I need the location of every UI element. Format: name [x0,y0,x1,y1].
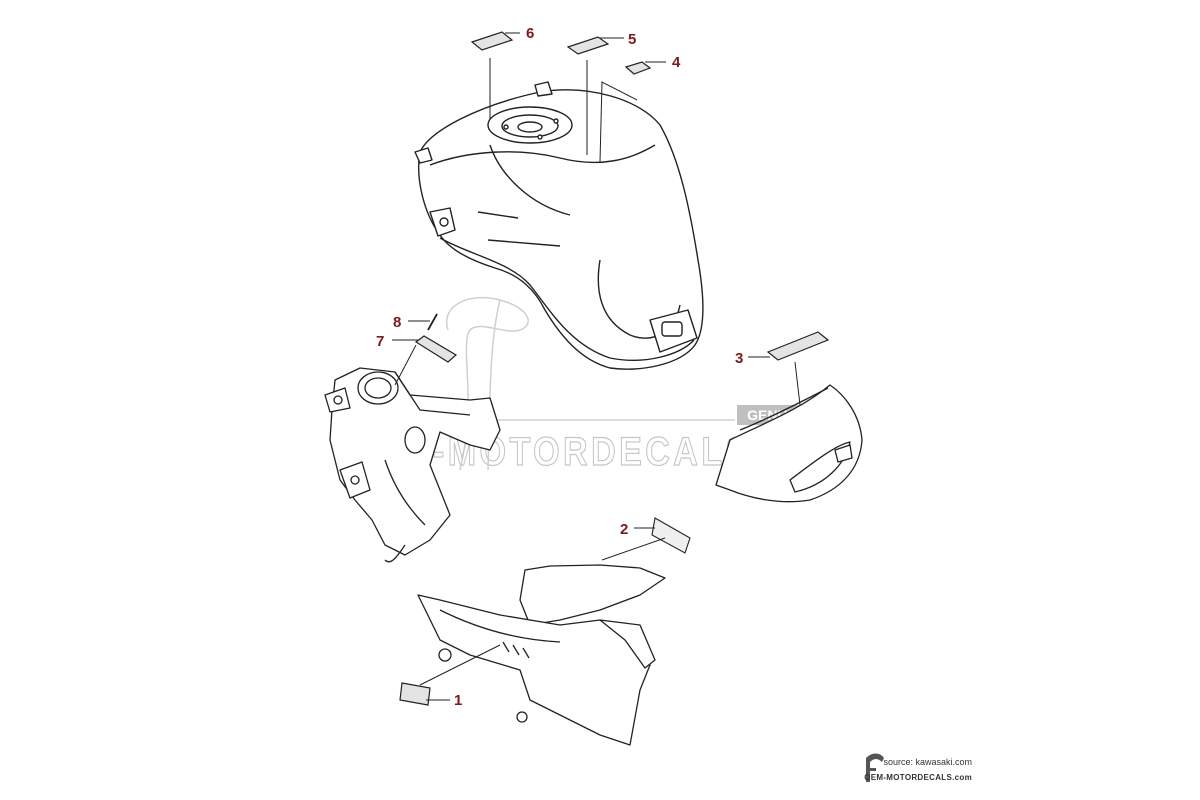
side-cover-grommet-b [516,711,528,723]
fuel-tank-top-nub [534,81,553,97]
tail-cowl-body [715,384,863,503]
decal-part-1: 1 [399,644,501,709]
callout-8: 8 [393,314,401,331]
leader-4 [599,81,638,163]
side-cover-vent-b [512,644,520,656]
callout-2: 2 [620,521,628,538]
side-cover [417,564,666,746]
side-cover-bracket [599,619,656,669]
side-cover-lower [417,594,651,746]
leader-1 [419,644,501,686]
decal-part-4: 4 [599,54,681,163]
decal-6-shape [470,31,514,51]
steering-head-inner [364,377,392,399]
callout-5: 5 [628,31,636,48]
decal-part-8: 8 [393,313,438,331]
tail-cowl-light [834,444,853,463]
fuel-tank-line-a [477,211,519,219]
fuel-tank-side-crease [489,144,571,216]
leader-3 [794,361,801,406]
tail-cowl [715,384,863,503]
frame-rib-a [394,371,471,416]
fuel-tank-rear-slot [661,321,683,337]
fuel-tank-front-bolt [439,217,449,227]
fuel-cap-bolt-a [503,124,509,130]
callout-4: 4 [672,54,681,71]
decal-part-7: 7 [376,333,458,386]
callout-1: 1 [454,692,462,709]
source-credit: source: kawasaki.com [883,757,972,767]
frame-rib-b [384,459,426,526]
frame-headstock [324,367,501,563]
fuel-tank-crease [429,144,656,166]
decal-7-shape [414,335,458,363]
fuel-tank-body [418,89,704,370]
decal-part-3: 3 [735,331,830,406]
fuel-tank-line-b [487,239,561,247]
fuel-cap-center [517,121,543,133]
fuel-tank-lower-rim [439,237,695,361]
leader-7-drop [394,344,417,386]
tail-cowl-top-edge [739,387,829,431]
callout-6: 6 [526,25,534,42]
side-cover-upper [519,564,666,626]
decal-4-shape [624,61,652,75]
side-cover-vent-a [502,641,510,653]
decal-3-shape [766,331,830,361]
side-cover-crease [439,609,561,643]
fuel-cap-bolt-c [537,134,543,140]
decal-part-5: 5 [566,31,636,155]
tail-cowl-lens [789,441,851,493]
fuel-cap-bolt-b [553,118,559,124]
part-8-strip [427,313,438,331]
leader-2 [601,537,666,561]
fuel-tank-front-tab [414,147,433,164]
decal-2-shape [651,517,691,554]
callout-7: 7 [376,333,384,350]
frame-cable [384,544,406,563]
frame-bearing [404,426,426,454]
decal-5-shape [566,36,610,55]
frame-lower-bolt [350,475,360,485]
side-cover-grommet-a [438,648,452,662]
footer-logo-icon [866,753,884,782]
frame-left-bolt [333,395,343,405]
decal-1-shape [399,682,431,706]
side-cover-vent-c [522,647,530,659]
decal-part-6: 6 [470,25,534,120]
decal-part-2: 2 [601,517,691,561]
fuel-tank [414,81,704,370]
source-domain: OEM-MOTORDECALS.com [864,773,972,782]
callout-3: 3 [735,350,743,367]
